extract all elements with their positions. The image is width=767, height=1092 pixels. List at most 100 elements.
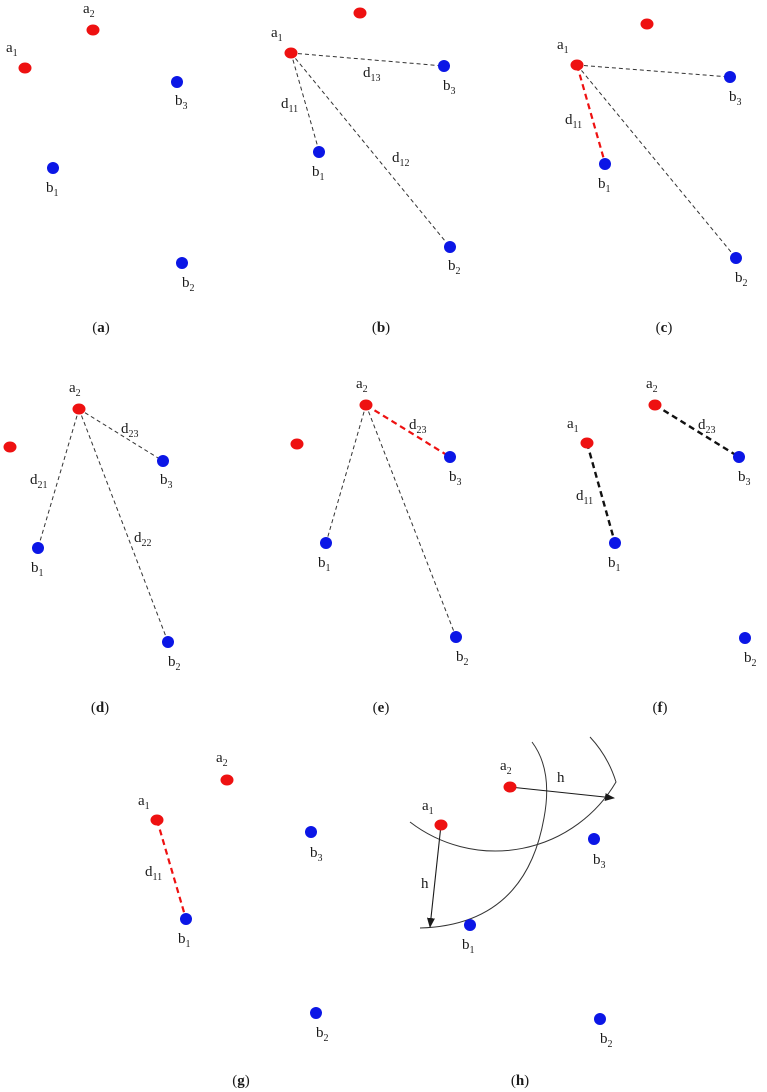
panel-c-point-b2 <box>730 252 742 264</box>
panel-f-point-b3 <box>733 451 745 463</box>
panel-h-radius-arrow-a1 <box>426 824 442 928</box>
panel-d-label-a2: a2 <box>69 380 81 399</box>
panel-f-label-d23: d23 <box>698 417 716 436</box>
panel-a-label-b2: b2 <box>182 275 195 294</box>
panel-h-label-a2: a2 <box>500 758 512 777</box>
panel-f-label-b3: b3 <box>738 469 751 488</box>
panel-g-label-b3: b3 <box>310 845 323 864</box>
caption-panel-a: (a) <box>92 320 110 336</box>
panel-g-label-d11: d11 <box>145 864 162 883</box>
panel-a-label-a2: a2 <box>83 1 95 20</box>
panel-e-label-b1: b1 <box>318 555 331 574</box>
panel-a-label-b3: b3 <box>175 93 188 112</box>
panel-d-line-d22 <box>78 408 169 643</box>
panel-e-label-d23: d23 <box>409 417 427 436</box>
panel-e-label-a2: a2 <box>356 376 368 395</box>
panel-d-label-b2: b2 <box>168 654 181 673</box>
panel-g-label-b2: b2 <box>316 1025 329 1044</box>
panel-d-label-d23: d23 <box>121 421 139 440</box>
panel-d-label-b1: b1 <box>31 560 44 579</box>
panel-b-point-a1 <box>284 47 298 59</box>
panel-h-point-b2 <box>594 1013 606 1025</box>
panel-b-label-b1: b1 <box>312 164 325 183</box>
panel-d-point-a2 <box>72 403 86 415</box>
panel-h-label-h: h <box>421 876 429 892</box>
panel-h-point-b1 <box>464 919 476 931</box>
panel-h-label-h: h <box>557 770 565 786</box>
panel-h-label-b2: b2 <box>600 1031 613 1050</box>
panel-a-label-b1: b1 <box>46 180 59 199</box>
panel-a-point-b1 <box>47 162 59 174</box>
panel-g-label-a2: a2 <box>216 750 228 769</box>
panel-e-point-b1 <box>320 537 332 549</box>
panel-c-point-a2 <box>640 18 654 30</box>
panel-f-line-d11 <box>585 442 617 544</box>
panel-f-point-b2 <box>739 632 751 644</box>
panel-c-label-d11: d11 <box>565 112 582 131</box>
panel-d-point-a1 <box>3 441 17 453</box>
panel-b-label-d11: d11 <box>281 96 298 115</box>
panel-f-label-b1: b1 <box>608 555 621 574</box>
panel-a-point-a2 <box>86 24 100 36</box>
panel-b-point-b1 <box>313 146 325 158</box>
panel-c-label-b1: b1 <box>598 176 611 195</box>
panel-e-label-b2: b2 <box>456 649 469 668</box>
panel-d-point-b1 <box>32 542 44 554</box>
panel-f-point-a2 <box>648 399 662 411</box>
panel-h-label-b1: b1 <box>462 937 475 956</box>
panel-h-point-a2 <box>503 781 517 793</box>
panel-c-line-d13 <box>576 64 731 78</box>
panel-f-label-b2: b2 <box>744 650 757 669</box>
panel-d-line-d23 <box>78 408 164 462</box>
panel-h-label-b3: b3 <box>593 852 606 871</box>
panel-b-label-d12: d12 <box>392 150 410 169</box>
panel-b-label-a1: a1 <box>271 25 283 44</box>
panel-g-point-b3 <box>305 826 317 838</box>
panel-d-point-b2 <box>162 636 174 648</box>
panel-e-point-b3 <box>444 451 456 463</box>
panel-g-point-a1 <box>150 814 164 826</box>
panel-h-circle-a2 <box>409 736 617 852</box>
panel-h-radius-arrow-a2 <box>509 786 615 802</box>
panel-c-label-b3: b3 <box>729 89 742 108</box>
panel-g-label-b1: b1 <box>178 931 191 950</box>
panel-g-line-d11 <box>155 819 188 920</box>
caption-panel-d: (d) <box>91 700 109 716</box>
panel-f-point-a1 <box>580 437 594 449</box>
panel-b-line-d11 <box>290 52 320 152</box>
caption-panel-c: (c) <box>656 320 673 336</box>
panel-b-point-a2 <box>353 7 367 19</box>
panel-a-label-a1: a1 <box>6 40 18 59</box>
panel-d-label-d21: d21 <box>30 472 48 491</box>
panel-b-label-b2: b2 <box>448 258 461 277</box>
panel-c-line-d11 <box>575 64 607 164</box>
panel-g-point-b1 <box>180 913 192 925</box>
panel-b-point-b2 <box>444 241 456 253</box>
panel-g-point-b2 <box>310 1007 322 1019</box>
panel-b-point-b3 <box>438 60 450 72</box>
panel-d-label-d22: d22 <box>134 530 152 549</box>
panel-c-label-b2: b2 <box>735 270 748 289</box>
panel-b-label-b3: b3 <box>443 78 456 97</box>
panel-e-point-a1 <box>290 438 304 450</box>
panel-g-point-a2 <box>220 774 234 786</box>
panel-f-line-d23 <box>654 403 740 459</box>
panel-e-label-b3: b3 <box>449 469 462 488</box>
panel-d-line-d21 <box>37 408 80 549</box>
panel-c-point-b3 <box>724 71 736 83</box>
panel-h-label-a1: a1 <box>422 798 434 817</box>
panel-g-label-a1: a1 <box>138 793 150 812</box>
panel-c-point-a1 <box>570 59 584 71</box>
panel-f-label-d11: d11 <box>576 488 593 507</box>
caption-panel-e: (e) <box>373 700 390 716</box>
caption-panel-g: (g) <box>232 1073 250 1089</box>
panel-c-point-b1 <box>599 158 611 170</box>
caption-panel-b: (b) <box>372 320 390 336</box>
caption-panel-h: (h) <box>511 1073 529 1089</box>
panel-a-point-b3 <box>171 76 183 88</box>
panel-d-point-b3 <box>157 455 169 467</box>
panel-a-point-a1 <box>18 62 32 74</box>
panel-b-line-d13 <box>290 52 445 67</box>
panel-e-point-b2 <box>450 631 462 643</box>
